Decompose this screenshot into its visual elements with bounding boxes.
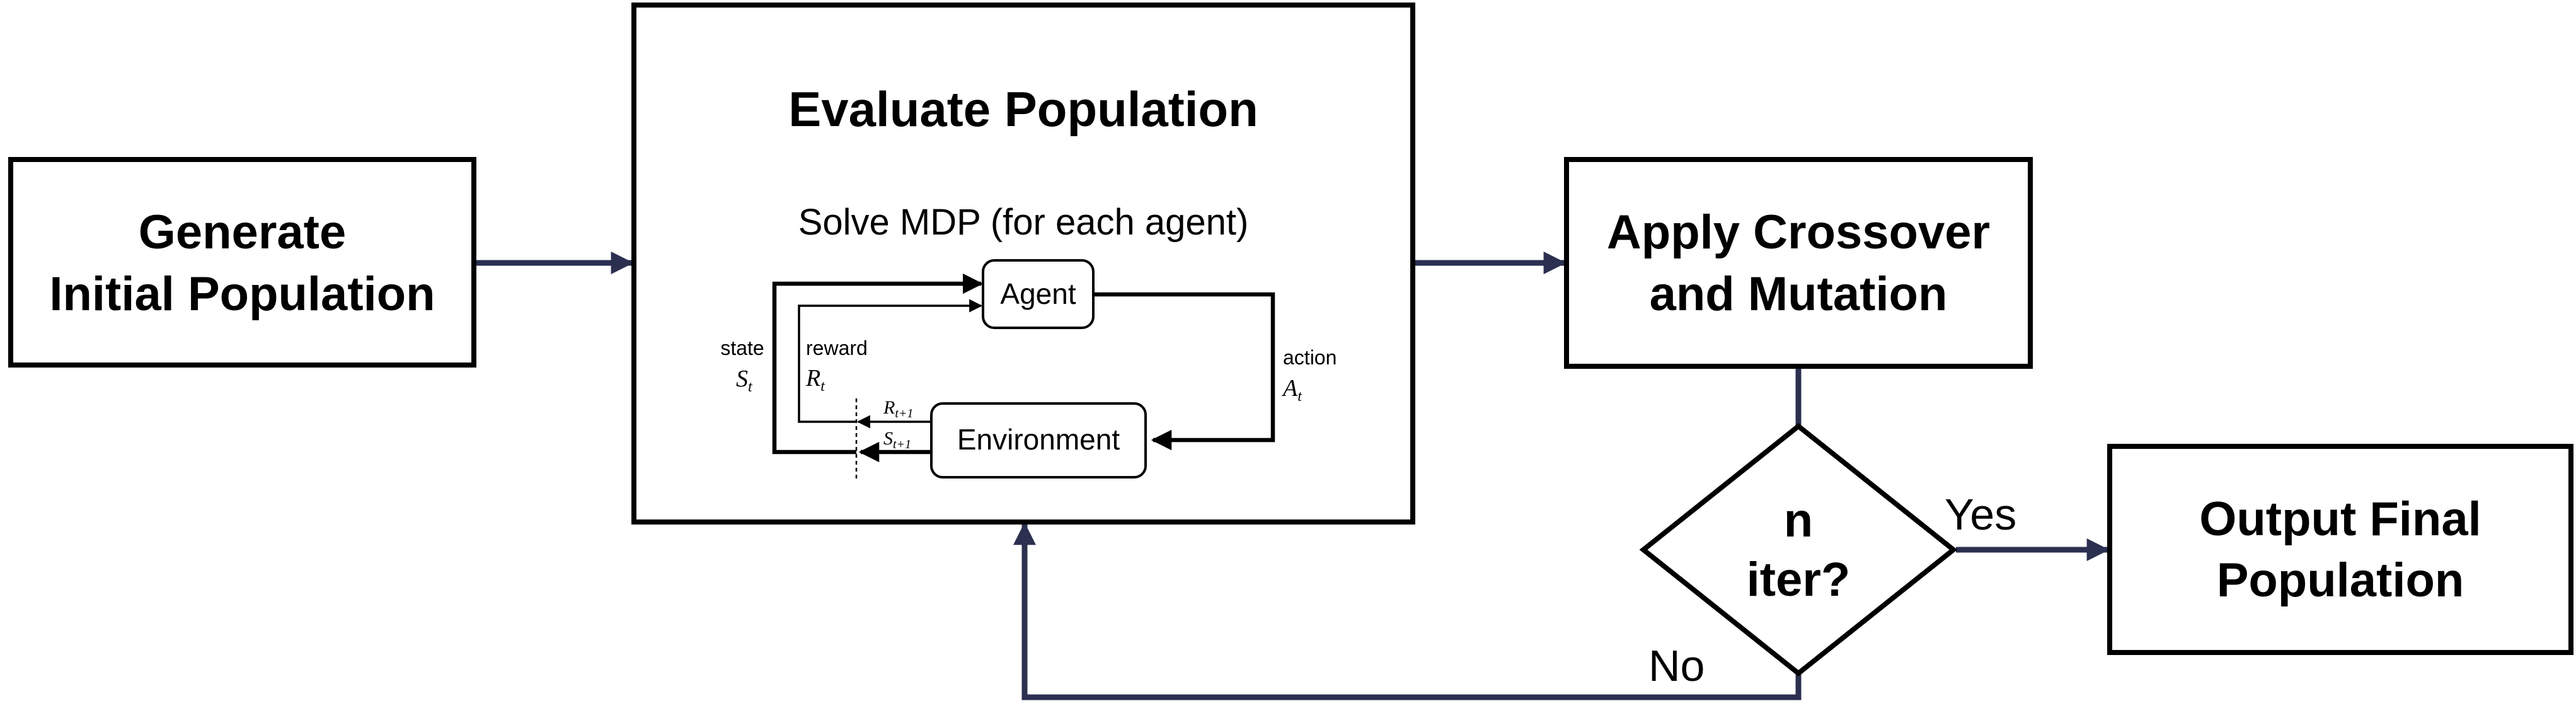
decision-line1: n <box>1784 494 1813 547</box>
environment-node: Environment <box>930 402 1147 478</box>
output-box-line1: Output Final <box>2199 492 2481 546</box>
generate-initial-population-box: Generate Initial Population <box>8 157 476 368</box>
yes-label: Yes <box>1945 490 2016 539</box>
evaluate-population-box: Evaluate Population Solve MDP (for each … <box>631 3 1415 525</box>
crossover-box-line2: and Mutation <box>1650 267 1948 321</box>
no-label: No <box>1648 641 1705 690</box>
action-arrow <box>1093 292 1275 451</box>
evaluate-box-title: Evaluate Population <box>788 81 1258 137</box>
state-loop-arrow <box>772 273 984 455</box>
arrow-decision-no-to-evaluate <box>1013 522 1802 700</box>
crossover-mutation-box: Apply Crossover and Mutation <box>1564 157 2033 369</box>
next-reward-symbol: Rt+1 <box>883 397 913 420</box>
generate-box-line2: Initial Population <box>49 267 435 321</box>
crossover-box-line1: Apply Crossover <box>1607 206 1990 259</box>
next-state-symbol: St+1 <box>883 428 911 451</box>
output-final-population-box: Output Final Population <box>2107 444 2573 655</box>
iteration-decision-diamond: n iter? <box>1639 422 1958 677</box>
reward-label: reward <box>806 337 868 359</box>
action-symbol: At <box>1281 375 1302 405</box>
action-label: action <box>1283 346 1337 369</box>
generate-box-line1: Generate <box>139 206 347 259</box>
agent-label: Agent <box>1000 277 1076 310</box>
evaluate-box-subtitle: Solve MDP (for each agent) <box>798 202 1249 243</box>
state-symbol: St <box>736 366 753 395</box>
reward-symbol: Rt <box>805 365 825 395</box>
agent-node: Agent <box>982 259 1095 329</box>
state-label: state <box>720 337 764 359</box>
reward-loop-arrow <box>798 299 983 423</box>
decision-line2: iter? <box>1747 553 1851 606</box>
output-box-line2: Population <box>2217 554 2464 607</box>
environment-label: Environment <box>957 423 1120 456</box>
mdp-inset: Agent Environment state St reward Rt act… <box>720 259 1337 479</box>
